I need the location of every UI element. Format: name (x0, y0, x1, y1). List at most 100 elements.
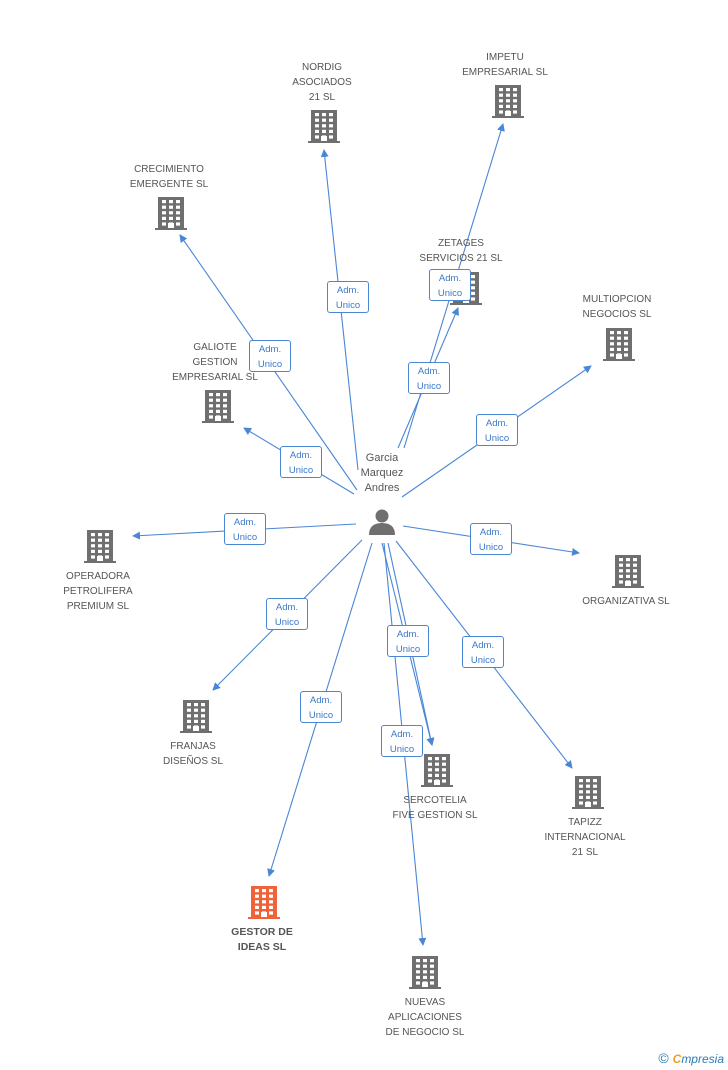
edge-label-line: Adm. (417, 366, 441, 377)
company-name-line: IDEAS SL (237, 941, 287, 953)
edge-label-line: Unico (335, 300, 361, 311)
person-name-line: Garcia (365, 452, 399, 464)
edge-label-line: Adm. (309, 695, 333, 706)
person-icon[interactable] (369, 509, 395, 536)
company-name-line: MULTIOPCION (582, 294, 652, 305)
edge-label-nordig[interactable]: Adm. Unico (327, 281, 369, 313)
edge-label-line: Adm. (485, 418, 509, 429)
company-name-operadora[interactable]: OPERADORA PETROLIFERA PREMIUM SL (63, 569, 132, 614)
company-name-line: DE NEGOCIO SL (385, 1027, 465, 1038)
company-name-line: INTERNACIONAL (544, 832, 626, 843)
company-name-line: EMPRESARIAL SL (172, 372, 258, 383)
building-icon-franjas[interactable] (180, 700, 212, 733)
company-name-line: SERVICIOS 21 SL (419, 253, 503, 264)
building-icon-impetu[interactable] (492, 85, 524, 118)
company-name-line: EMPRESARIAL SL (462, 67, 548, 78)
edge-label-line: Unico (470, 655, 496, 666)
edge-label-line: Adm. (438, 273, 462, 284)
building-icon-galiote[interactable] (202, 390, 234, 423)
company-name-line: NORDIG (302, 62, 342, 73)
company-name-line: NUEVAS (404, 997, 446, 1008)
company-name-line: SERCOTELIA (403, 795, 467, 806)
company-name-line: NEGOCIOS SL (582, 309, 652, 320)
company-name-nordig[interactable]: NORDIG ASOCIADOS 21 SL (292, 60, 351, 105)
edge-label-line: Adm. (396, 629, 420, 640)
edge-label-line: Unico (437, 288, 463, 299)
edge-label-galiote[interactable]: Adm. Unico (280, 446, 322, 478)
company-name-line: 21 SL (308, 92, 336, 103)
company-name-line: ZETAGES (438, 238, 484, 249)
building-icon-sercotelia[interactable] (421, 754, 453, 787)
company-name-franjas[interactable]: FRANJAS DISEÑOS SL (163, 739, 223, 769)
company-name-sercotelia[interactable]: SERCOTELIA FIVE GESTION SL (392, 793, 477, 823)
edge-label-line: Adm. (471, 640, 495, 651)
edge-label-line: Adm. (479, 527, 503, 538)
company-name-line: DISEÑOS SL (162, 756, 224, 767)
building-icon-crecimiento[interactable] (155, 197, 187, 230)
building-icon-nordig[interactable] (308, 110, 340, 143)
company-name-line: 21 SL (571, 847, 599, 858)
company-name-line: OPERADORA (66, 571, 130, 582)
edge-label-nuevas[interactable]: Adm. Unico (381, 725, 423, 757)
company-name-impetu[interactable]: IMPETU EMPRESARIAL SL (462, 50, 548, 80)
company-name-line: PREMIUM SL (66, 601, 130, 612)
person-name-line: Marquez (360, 467, 404, 479)
company-name-crecimiento[interactable]: CRECIMIENTO EMERGENTE SL (130, 162, 208, 192)
edge-label-operadora[interactable]: Adm. Unico (224, 513, 266, 545)
company-name-line: APLICACIONES (388, 1012, 462, 1023)
company-name-line: GESTION (192, 357, 238, 368)
company-name-multiopcion[interactable]: MULTIOPCION NEGOCIOS SL (583, 292, 652, 322)
edge-label-gestor[interactable]: Adm. Unico (300, 691, 342, 723)
building-icon-nuevas[interactable] (409, 956, 441, 989)
company-name-line: CRECIMIENTO (134, 164, 204, 175)
edge-label-line: Unico (478, 542, 504, 553)
company-name-line: IMPETU (486, 52, 524, 63)
company-name-line: FRANJAS (170, 741, 216, 752)
edge-label-multiopcion[interactable]: Adm. Unico (476, 414, 518, 446)
edge-label-line: Unico (288, 465, 314, 476)
building-icon-operadora[interactable] (84, 530, 116, 563)
edge-label-line: Unico (274, 617, 300, 628)
edge-label-tapizz[interactable]: Adm. Unico (462, 636, 504, 668)
building-icon-multiopcion[interactable] (603, 328, 635, 361)
empresia-brand: ©Cmpresia (658, 1050, 724, 1066)
edge-label-line: Unico (416, 381, 442, 392)
edge-label-line: Unico (389, 744, 415, 755)
edge-label-line: Adm. (289, 450, 313, 461)
edge-label-line: Adm. (275, 602, 299, 613)
company-name-tapizz[interactable]: TAPIZZ INTERNACIONAL 21 SL (544, 815, 625, 860)
company-name-line: TAPIZZ (568, 817, 602, 828)
building-icon-gestor[interactable] (248, 886, 280, 919)
edge-label-zetages[interactable]: Adm. Unico (408, 362, 450, 394)
company-name-organizativa[interactable]: ORGANIZATIVA SL (582, 594, 669, 609)
edge-label-line: Adm. (258, 344, 282, 355)
company-name-line: GALIOTE (193, 342, 237, 353)
edge-label-line: Adm. (233, 517, 257, 528)
edge-label-franjas[interactable]: Adm. Unico (266, 598, 308, 630)
edge-label-line: Unico (308, 710, 334, 721)
edge-label-line: Unico (232, 532, 258, 543)
company-name-gestor[interactable]: GESTOR DE IDEAS SL (231, 925, 293, 955)
edge-label-crecimiento[interactable]: Adm. Unico (249, 340, 291, 372)
company-name-line: EMERGENTE SL (129, 179, 209, 190)
building-icon-tapizz[interactable] (572, 776, 604, 809)
company-name-line: FIVE GESTION SL (392, 810, 478, 821)
company-name-line: PETROLIFERA (63, 586, 133, 597)
company-name-line: GESTOR DE (231, 926, 293, 938)
company-name-line: ASOCIADOS (292, 77, 352, 88)
company-name-galiote[interactable]: GALIOTE GESTION EMPRESARIAL SL (172, 340, 258, 385)
edge-label-line: Unico (484, 433, 510, 444)
edge-label-line: Unico (395, 644, 421, 655)
building-icon-organizativa[interactable] (612, 555, 644, 588)
edge-label-organizativa[interactable]: Adm. Unico (470, 523, 512, 555)
edge-label-sercotelia[interactable]: Adm. Unico (387, 625, 429, 657)
edge-label-line: Adm. (336, 285, 360, 296)
edge-label-line: Adm. (390, 729, 414, 740)
edge-label-line: Unico (257, 359, 283, 370)
company-name-zetages[interactable]: ZETAGES SERVICIOS 21 SL (419, 236, 502, 266)
edge-label-impetu[interactable]: Adm. Unico (429, 269, 471, 301)
company-name-line: ORGANIZATIVA SL (582, 596, 670, 607)
company-name-nuevas[interactable]: NUEVAS APLICACIONES DE NEGOCIO SL (386, 995, 465, 1040)
